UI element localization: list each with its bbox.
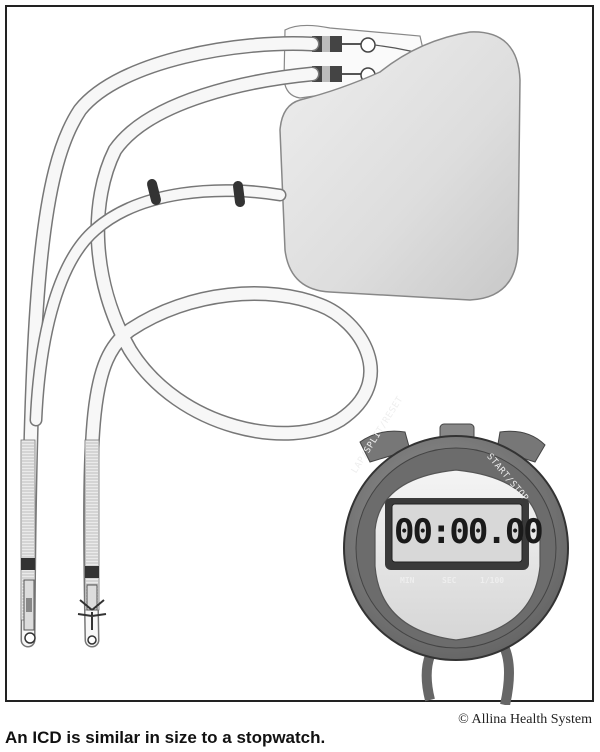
copyright-credit: © Allina Health System [458, 712, 592, 727]
figure-frame [5, 5, 594, 702]
stopwatch-display-time: 00:00.00 [394, 512, 544, 552]
lead-tip-left [21, 558, 36, 644]
icd-generator-can [279, 31, 521, 301]
figure-caption: An ICD is similar in size to a stopwatch… [5, 728, 326, 747]
stopwatch-unit-hundredths: 1/100 [480, 576, 505, 585]
stopwatch-unit-min: MIN [400, 576, 415, 585]
lead-left [20, 36, 320, 648]
lead-tip-right [77, 566, 107, 645]
stopwatch-unit-sec: SEC [442, 576, 457, 585]
lead-right [83, 66, 379, 648]
icd-header [283, 24, 431, 99]
lead-middle [29, 179, 287, 427]
icd-illustration [20, 24, 569, 705]
stopwatch [343, 423, 569, 705]
